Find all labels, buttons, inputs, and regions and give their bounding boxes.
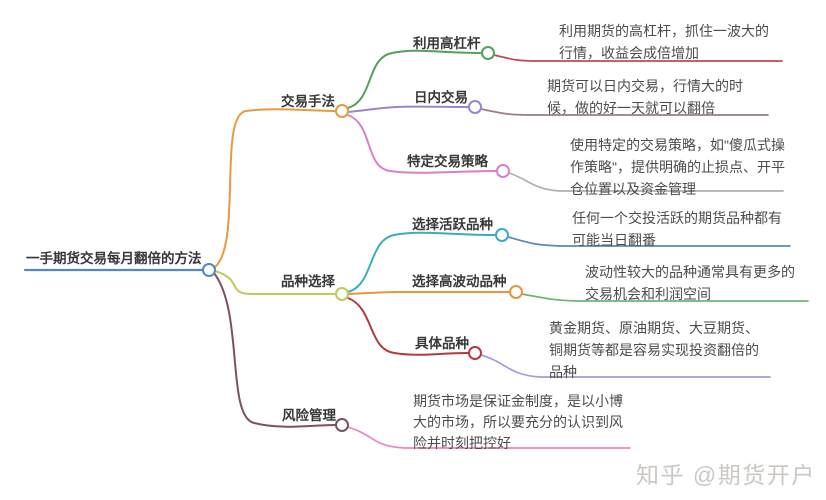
leaf-line-leverage — [347, 49, 482, 109]
leaf-line-strategy — [347, 114, 497, 174]
collapse-handle-variety[interactable] — [335, 287, 349, 301]
desc-line-strategy — [508, 172, 784, 192]
desc-intraday-trading[interactable]: 期货可以日内交易，行情大的时 候，做的好一天就可以翻倍 — [547, 78, 743, 116]
desc-line-active — [507, 236, 791, 247]
collapse-handle-risk[interactable] — [335, 418, 349, 432]
desc-line-risk — [347, 426, 631, 449]
branch-line-variety — [214, 270, 337, 296]
collapse-handle-leverage[interactable] — [481, 46, 495, 60]
desc-line-specific — [480, 354, 771, 378]
leaf-line-intraday — [347, 105, 469, 113]
collapse-handle-active[interactable] — [495, 228, 509, 242]
node-use-high-leverage[interactable]: 利用高杠杆 — [413, 36, 481, 51]
node-specific-strategy[interactable]: 特定交易策略 — [407, 154, 488, 169]
desc-active-varieties[interactable]: 任何一个交投活跃的期货品种都有 可能当日翻番 — [572, 210, 782, 248]
collapse-handle-intraday[interactable] — [468, 100, 482, 114]
node-high-volatility-varieties[interactable]: 选择高波动品种 — [412, 274, 507, 289]
desc-risk-management[interactable]: 期货市场是保证金制度，是以小博 大的市场，所以要充分的认识到风 险并时刻把控好 — [413, 393, 623, 451]
desc-specific-varieties[interactable]: 黄金期货、原油期货、大豆期货、 铜期货等都是容易实现投资翻倍的 品种 — [549, 320, 759, 380]
node-specific-varieties[interactable]: 具体品种 — [415, 336, 469, 351]
desc-line-intraday — [480, 108, 769, 116]
collapse-handle-volatile[interactable] — [509, 285, 523, 299]
zhihu-watermark: 知乎 @期货开户 — [636, 462, 816, 488]
collapse-handle-specific[interactable] — [468, 346, 482, 360]
node-trading-methods[interactable]: 交易手法 — [281, 94, 335, 109]
collapse-handle-root[interactable] — [202, 263, 216, 277]
node-risk-management[interactable]: 风险管理 — [282, 408, 336, 423]
leaf-line-active — [347, 231, 496, 293]
desc-line-leverage — [493, 54, 783, 62]
desc-high-volatility-varieties[interactable]: 波动性较大的品种通常具有更多的 交易机会和利润空间 — [585, 264, 795, 302]
desc-specific-strategy[interactable]: 使用特定的交易策略，如"傻瓜式操 作策略"，提供明确的止损点、开平 仓位置以及资… — [570, 137, 785, 197]
node-intraday-trading[interactable]: 日内交易 — [414, 90, 468, 105]
branch-line-risk — [213, 272, 337, 428]
desc-line-volatile — [521, 293, 809, 302]
collapse-handle-trading[interactable] — [335, 104, 349, 118]
leaf-line-volatile — [347, 290, 510, 295]
branch-line-trading — [214, 108, 337, 268]
node-variety-selection[interactable]: 品种选择 — [281, 274, 335, 289]
node-active-varieties[interactable]: 选择活跃品种 — [412, 217, 493, 232]
collapse-handle-strategy[interactable] — [496, 164, 510, 178]
desc-use-high-leverage[interactable]: 利用期货的高杠杆，抓住一波大的 行情，收益会成倍增加 — [559, 23, 769, 61]
root-node[interactable]: 一手期货交易每月翻倍的方法 — [26, 251, 202, 266]
leaf-line-specific — [347, 297, 469, 356]
